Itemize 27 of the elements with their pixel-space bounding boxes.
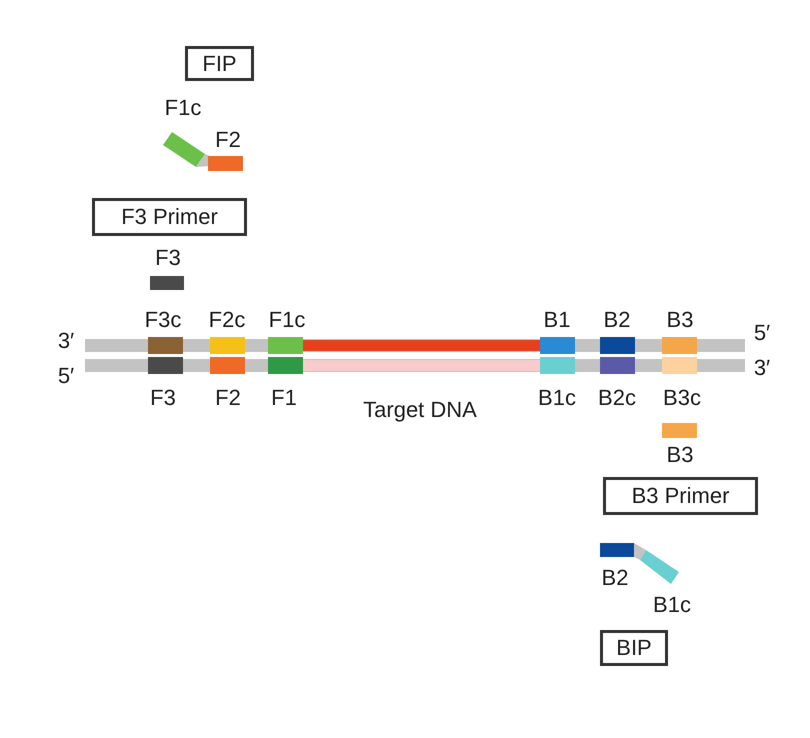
primer-name-label: FIP: [185, 46, 254, 81]
segment-label: F3c: [144, 309, 182, 331]
primer-name-label: BIP: [600, 630, 668, 666]
segment-label: F3: [150, 387, 176, 409]
segment-label: F2: [215, 387, 241, 409]
primer-name-label: B3 Primer: [603, 477, 758, 515]
segment-label: F1c: [164, 97, 202, 119]
segment-label: B3: [666, 444, 694, 466]
primer-name-label: F3 Primer: [92, 198, 247, 236]
strand-end-label: 3′: [754, 357, 770, 379]
segment-label: B2: [604, 309, 630, 331]
segment-label: F1c: [268, 309, 306, 331]
region-label: Target DNA: [363, 399, 477, 421]
segment-label: B2c: [598, 387, 636, 409]
segment-label: B3: [666, 309, 694, 331]
segment-label: B1: [544, 309, 570, 331]
segment-label: F1: [271, 387, 297, 409]
segment-label: B2: [602, 567, 628, 589]
segment-label: F2: [215, 129, 241, 151]
strand-end-label: 5′: [58, 365, 74, 387]
segment-label: F3: [155, 247, 181, 269]
segment-label: B1c: [538, 387, 576, 409]
strand-end-label: 3′: [58, 330, 74, 352]
segment-label: F2c: [208, 309, 246, 331]
segment-label: B3c: [663, 387, 701, 409]
segment-label: B1c: [653, 594, 691, 616]
strand-end-label: 5′: [754, 322, 770, 344]
